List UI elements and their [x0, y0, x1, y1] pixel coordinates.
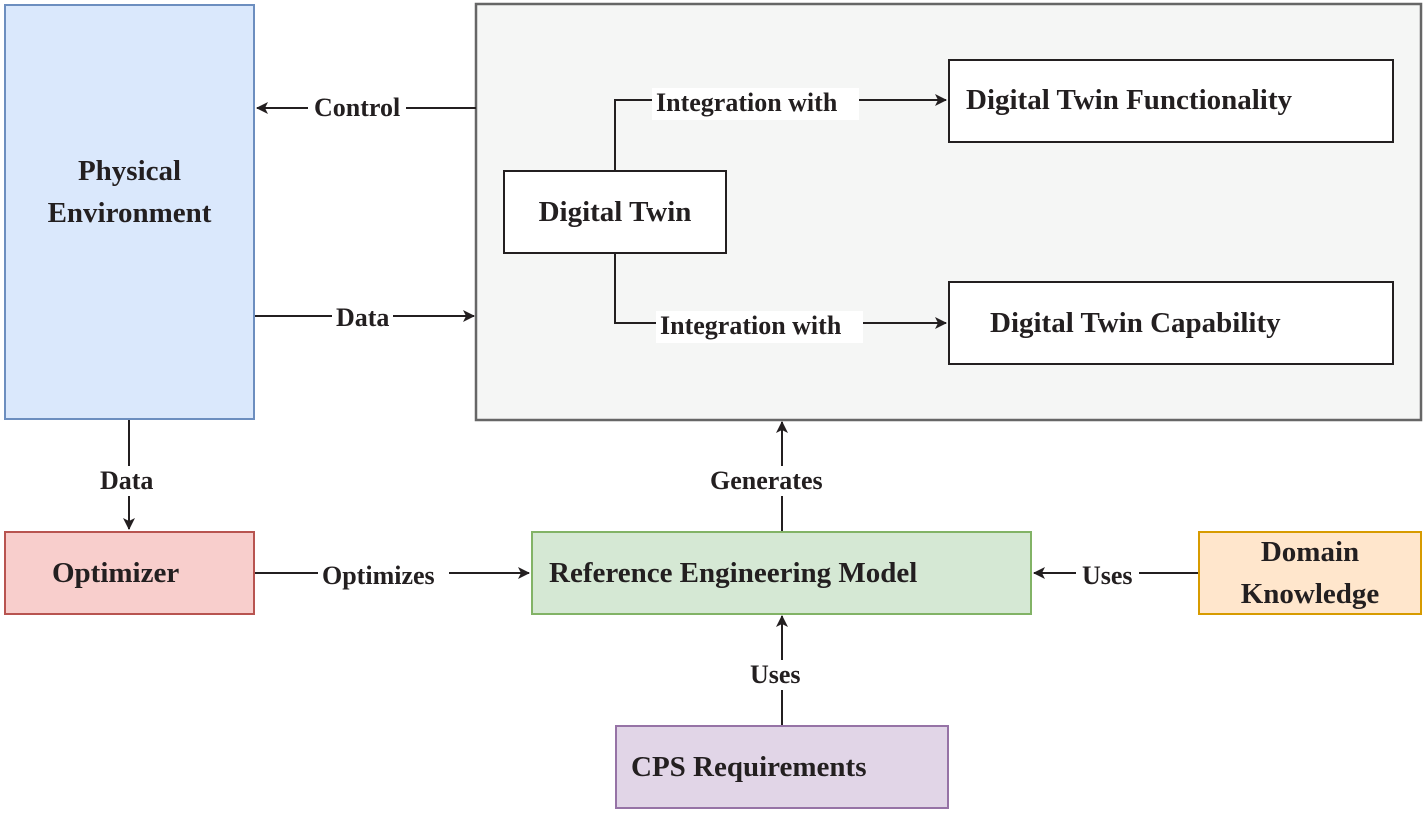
dt-capability-node: Digital Twin Capability: [948, 281, 1394, 365]
optimizer-label: Optimizer: [52, 556, 180, 589]
optimizer-node: Optimizer: [4, 531, 255, 615]
control-edge-label: Control: [308, 95, 407, 121]
dt-functionality-node: Digital Twin Functionality: [948, 59, 1394, 143]
reference-model-node: Reference Engineering Model: [531, 531, 1032, 615]
integration-functionality-edge-label: Integration with: [652, 88, 860, 120]
digital-twin-label: Digital Twin: [538, 195, 692, 228]
reference-model-label: Reference Engineering Model: [549, 556, 918, 589]
physical-environment-node: Physical Environment: [4, 4, 255, 420]
cps-requirements-label: CPS Requirements: [631, 750, 867, 783]
dt-capability-label: Digital Twin Capability: [990, 306, 1281, 339]
dt-functionality-label: Digital Twin Functionality: [966, 83, 1293, 116]
domain-knowledge-label: Domain Knowledge: [1240, 536, 1380, 610]
integration-capability-edge-label: Integration with: [656, 311, 864, 343]
physical-environment-label: Physical Environment: [47, 155, 212, 229]
uses-requirements-edge-label: Uses: [746, 660, 805, 690]
data-to-optimizer-edge-label: Data: [96, 466, 158, 496]
uses-domain-edge-label: Uses: [1076, 563, 1139, 589]
generates-edge-label: Generates: [706, 466, 827, 496]
digital-twin-node: Digital Twin: [503, 170, 727, 254]
data-to-twin-edge-label: Data: [332, 305, 394, 331]
cps-requirements-node: CPS Requirements: [615, 725, 949, 809]
domain-knowledge-node: Domain Knowledge: [1198, 531, 1422, 615]
optimizes-edge-label: Optimizes: [318, 563, 449, 589]
